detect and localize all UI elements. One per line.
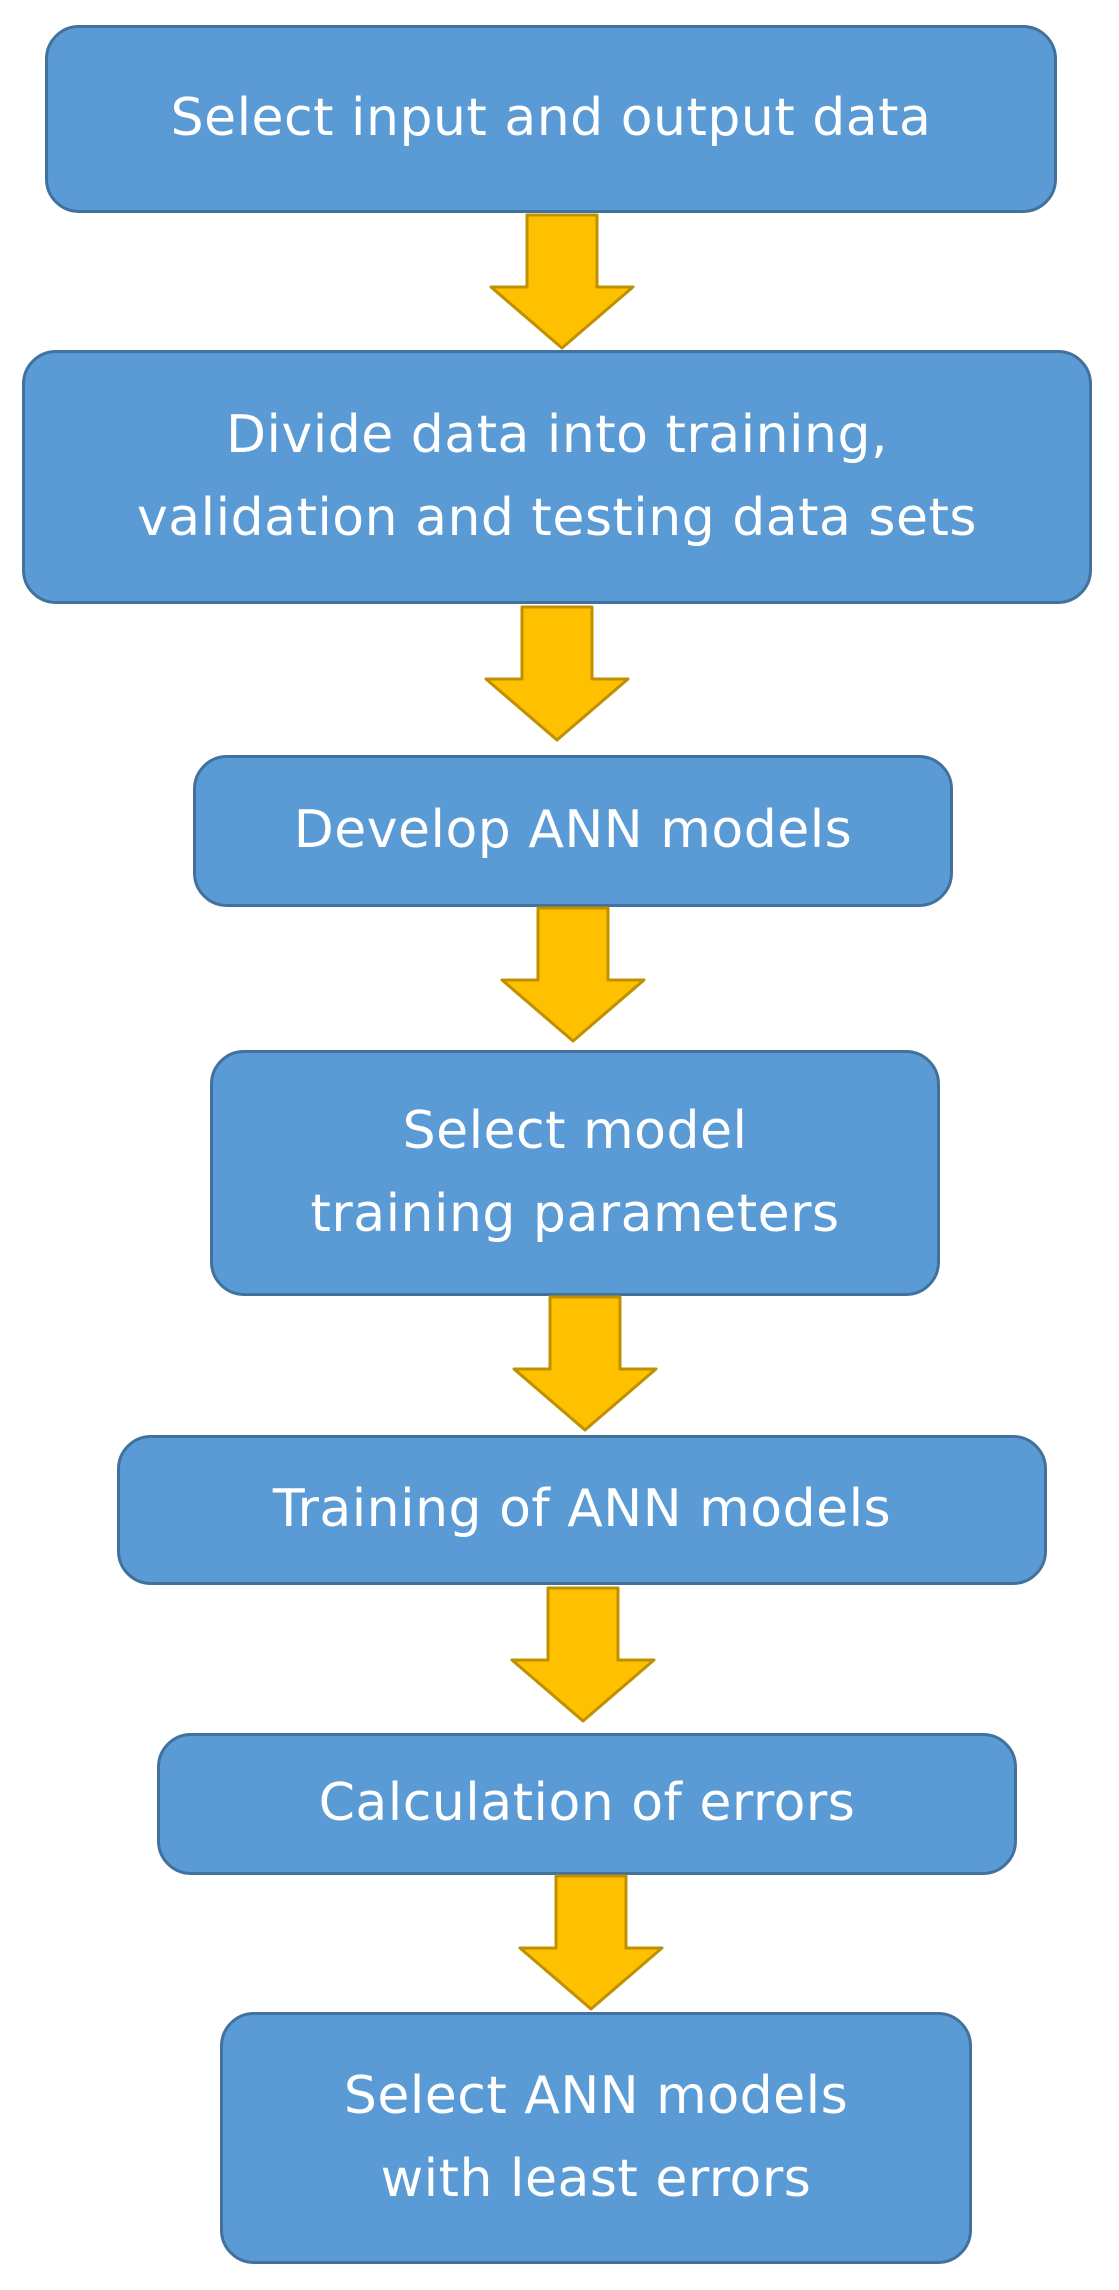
step-select-input-output-data: Select input and output data — [45, 25, 1057, 213]
step-label: Select ANN models with least errors — [343, 2065, 849, 2209]
step-calculation-of-errors: Calculation of errors — [157, 1733, 1017, 1875]
step-select-least-error-models: Select ANN models with least errors — [220, 2012, 972, 2264]
step-select-training-parameters: Select model training parameters — [210, 1050, 940, 1296]
step-label: Develop ANN models — [293, 800, 853, 861]
step-label: Divide data into training, validation an… — [137, 404, 977, 548]
step-label: Select input and output data — [170, 88, 932, 149]
step-develop-ann-models: Develop ANN models — [193, 755, 953, 907]
step-divide-data: Divide data into training, validation an… — [22, 350, 1092, 604]
down-arrow-icon — [489, 213, 635, 350]
step-training-ann-models: Training of ANN models — [117, 1435, 1047, 1585]
down-arrow-icon — [518, 1874, 664, 2011]
down-arrow-icon — [512, 1295, 658, 1432]
step-label: Select model training parameters — [310, 1100, 840, 1244]
step-label: Calculation of errors — [318, 1773, 856, 1834]
step-label: Training of ANN models — [272, 1479, 892, 1540]
down-arrow-icon — [510, 1586, 656, 1723]
down-arrow-icon — [500, 906, 646, 1043]
down-arrow-icon — [484, 605, 630, 742]
